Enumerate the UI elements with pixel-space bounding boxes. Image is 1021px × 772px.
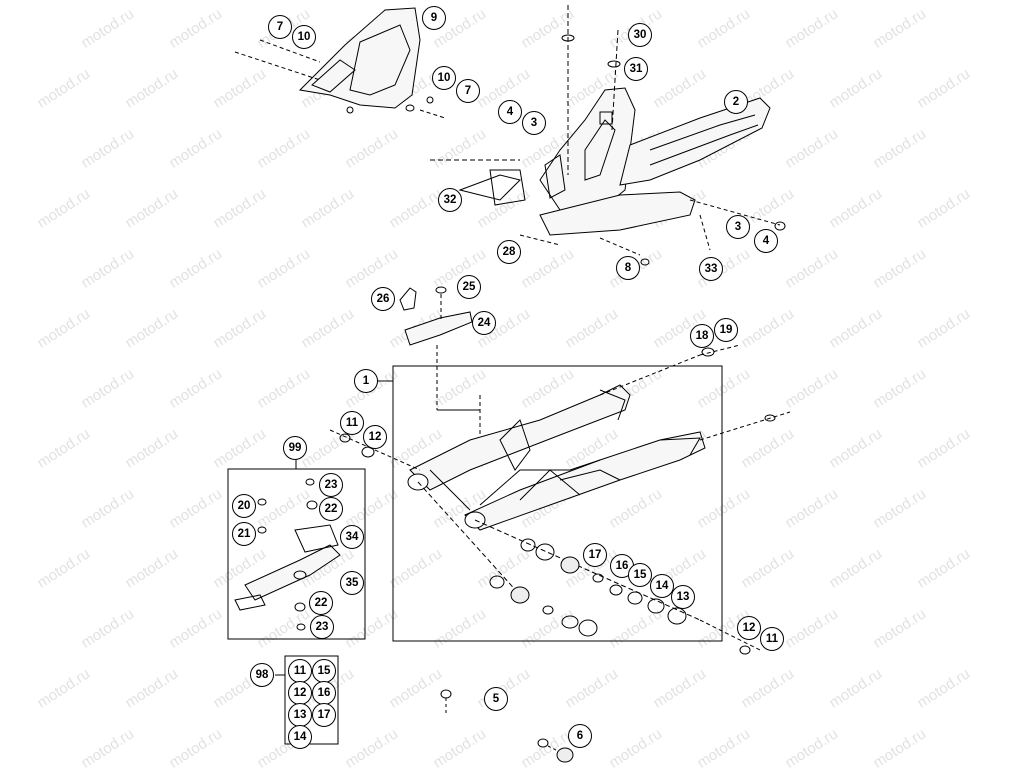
callout-7[interactable]: 7 (456, 79, 480, 103)
kit-98-item[interactable]: 16 (312, 681, 336, 705)
callout-2[interactable]: 2 (724, 90, 748, 114)
callout-28[interactable]: 28 (497, 240, 521, 264)
callout-3[interactable]: 3 (726, 215, 750, 239)
pivot-bearings (329, 429, 761, 655)
callout-33[interactable]: 33 (699, 257, 723, 281)
callout-10[interactable]: 10 (292, 25, 316, 49)
callout-14[interactable]: 14 (650, 574, 674, 598)
callout-22[interactable]: 22 (319, 497, 343, 521)
shock-mount-bracket (430, 5, 636, 211)
kit-98-item[interactable]: 11 (288, 659, 312, 683)
kit-98-box (284, 655, 339, 745)
callout-20[interactable]: 20 (232, 494, 256, 518)
callout-22[interactable]: 22 (309, 591, 333, 615)
kit-98-item[interactable]: 15 (312, 659, 336, 683)
chain-guide-assembly (234, 7, 446, 119)
callout-7[interactable]: 7 (268, 15, 292, 39)
callout-99[interactable]: 99 (283, 436, 307, 460)
callout-10[interactable]: 10 (432, 66, 456, 90)
chain-slider-parts (399, 286, 481, 435)
callout-13[interactable]: 13 (671, 585, 695, 609)
callout-12[interactable]: 12 (363, 425, 387, 449)
callout-31[interactable]: 31 (624, 57, 648, 81)
callout-9[interactable]: 9 (422, 6, 446, 30)
callout-5[interactable]: 5 (484, 687, 508, 711)
callout-21[interactable]: 21 (232, 522, 256, 546)
callout-24[interactable]: 24 (472, 311, 496, 335)
callout-98[interactable]: 98 (250, 663, 274, 687)
callout-3[interactable]: 3 (522, 111, 546, 135)
kit-98-item[interactable]: 14 (288, 725, 312, 749)
callout-25[interactable]: 25 (457, 275, 481, 299)
callout-18[interactable]: 18 (690, 324, 714, 348)
callout-12[interactable]: 12 (737, 616, 761, 640)
callout-26[interactable]: 26 (371, 287, 395, 311)
callout-23[interactable]: 23 (310, 615, 334, 639)
callout-4[interactable]: 4 (498, 100, 522, 124)
callout-35[interactable]: 35 (340, 571, 364, 595)
rear-frame-rail (519, 97, 786, 266)
kit-98-item[interactable]: 13 (288, 703, 312, 727)
callout-15[interactable]: 15 (628, 563, 652, 587)
callout-11[interactable]: 11 (760, 627, 784, 651)
callout-11[interactable]: 11 (340, 411, 364, 435)
swingarm (407, 344, 791, 531)
loose-parts (440, 689, 574, 763)
callout-23[interactable]: 23 (319, 473, 343, 497)
callout-6[interactable]: 6 (568, 724, 592, 748)
callout-17[interactable]: 17 (583, 543, 607, 567)
chain-roller-assembly (234, 478, 341, 631)
callout-30[interactable]: 30 (628, 23, 652, 47)
callout-34[interactable]: 34 (340, 525, 364, 549)
kit-98-item[interactable]: 12 (288, 681, 312, 705)
callout-4[interactable]: 4 (754, 229, 778, 253)
callout-8[interactable]: 8 (616, 256, 640, 280)
callout-32[interactable]: 32 (438, 188, 462, 212)
kit-98-item[interactable]: 17 (312, 703, 336, 727)
callout-19[interactable]: 19 (714, 318, 738, 342)
callout-1[interactable]: 1 (354, 369, 378, 393)
swingarm-frame-box (392, 365, 723, 642)
